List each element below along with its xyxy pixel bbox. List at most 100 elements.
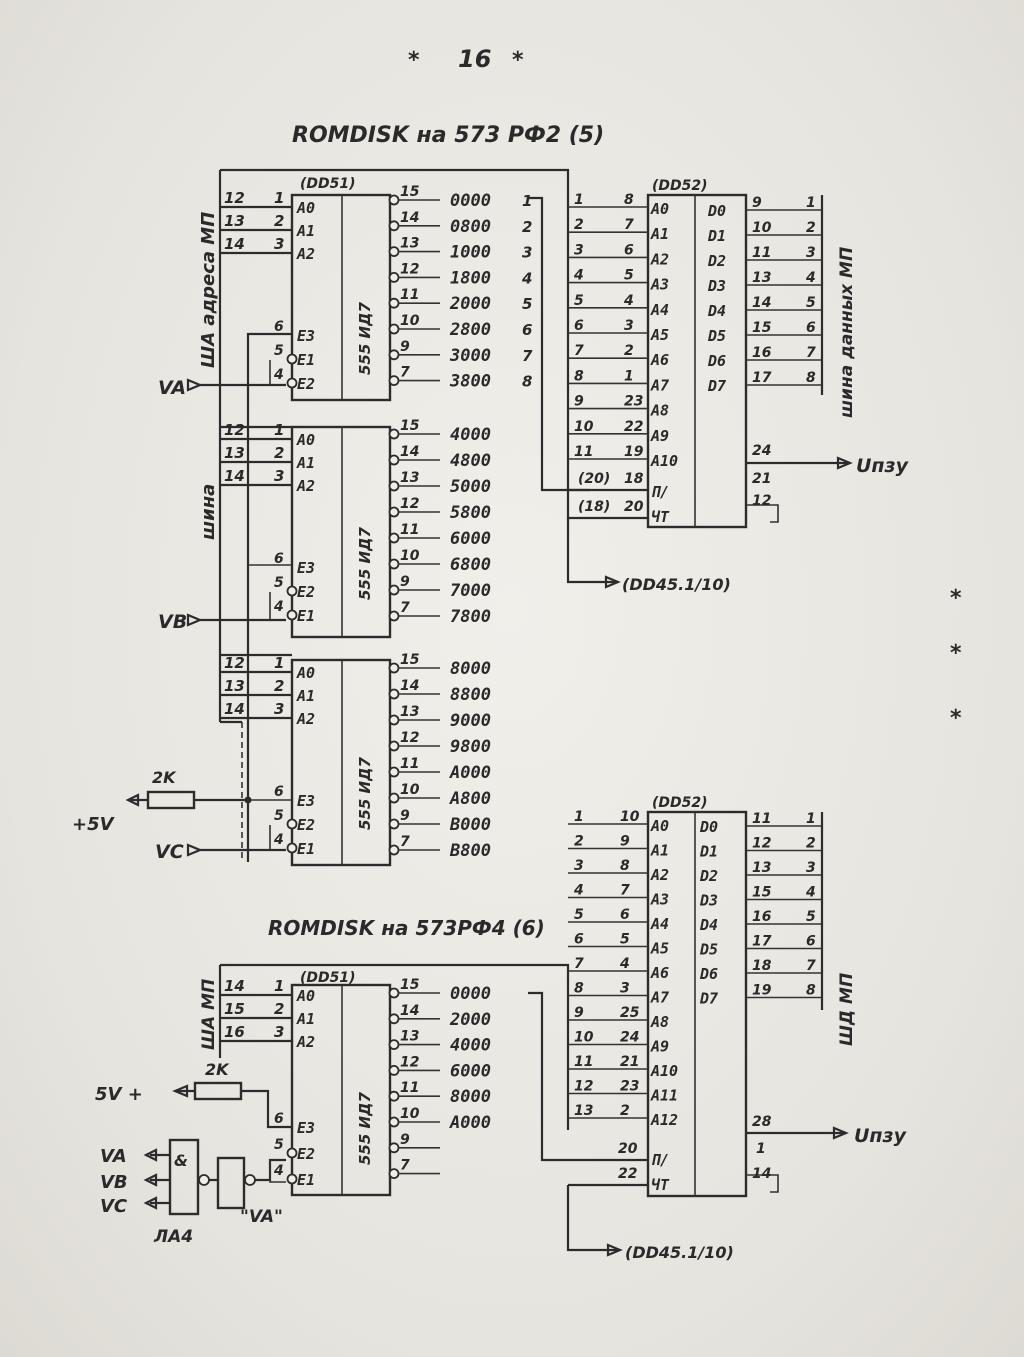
rom-bus-pin: 3	[574, 858, 584, 874]
decoder-enable-pin: E3	[297, 327, 315, 345]
data-bus-number: 7	[806, 345, 816, 361]
pullup-resistor	[146, 790, 196, 810]
rom-pin-number: 2	[620, 1103, 630, 1119]
rom-pin-number: 24	[620, 1030, 639, 1046]
decoder-input-pin: A1	[296, 687, 315, 705]
power-arrow	[125, 793, 140, 807]
rom-ctrl-left: (20)	[578, 471, 610, 487]
rom-pin-number: 1	[624, 368, 634, 384]
data-bus-number: 3	[806, 860, 816, 876]
decoder-1	[290, 193, 392, 402]
rom-address-pin: A0	[650, 200, 669, 218]
enable-bubble	[286, 1173, 298, 1185]
decoder-output-pin: 7	[400, 365, 410, 381]
decoder-output-pin: 14	[400, 210, 419, 226]
bus-pin-number: 13	[224, 677, 245, 695]
output-bubble	[388, 818, 400, 830]
output-bubble	[388, 532, 400, 544]
signal-vc: VC	[155, 841, 184, 863]
enable-bubble	[286, 377, 298, 389]
decoder-output-address: 8800	[450, 685, 491, 705]
output-bubble	[388, 558, 400, 570]
rom-ctrl-name: П/	[651, 483, 669, 501]
bus-label-side: шина	[198, 484, 219, 540]
bus-pin-number: 12	[224, 189, 245, 207]
page-number: 16	[458, 45, 491, 73]
output-bubble	[388, 271, 400, 283]
decoder-output-address: 9000	[450, 711, 491, 731]
data-bus-number: 3	[806, 245, 816, 261]
decoder-pin-number: 1	[274, 421, 284, 439]
dd51-label-2: (DD51)	[300, 970, 356, 986]
decoder-output-address: 6000	[450, 529, 491, 549]
page-mark-right: *	[512, 48, 524, 73]
output-bubble	[388, 428, 400, 440]
margin-star: *	[950, 706, 962, 731]
rom-pin-number: 5	[624, 268, 634, 284]
rom-bus-pin: 5	[574, 293, 584, 309]
decoder-enable-pin: E1	[297, 607, 315, 625]
rom-bus-pin: 6	[574, 932, 584, 948]
rom-data-pin: D7	[707, 377, 726, 395]
rom-address-pin: A1	[650, 225, 669, 243]
data-bus-number: 6	[806, 934, 816, 950]
decoder-enable-pin: E2	[297, 816, 315, 834]
decoder-3	[290, 658, 392, 867]
bus-pin-number: 12	[224, 421, 245, 439]
data-bus-number: 4	[805, 885, 816, 901]
decoder-pin-number: 1	[274, 654, 284, 672]
rom-ctrl-left: (18)	[578, 499, 610, 515]
rom-pin-number: 21	[620, 1054, 639, 1070]
decoder-input-pin: A2	[296, 245, 315, 263]
rom-pin-number: 23	[620, 1079, 639, 1095]
decoder-output-pin: 9	[400, 574, 410, 590]
rom-bus-pin: 9	[574, 1005, 584, 1021]
rom-data-pin-number: 18	[752, 958, 772, 974]
rom-address-pin: A10	[650, 1062, 678, 1080]
output-bubble	[388, 194, 400, 206]
rom-data-pin-number: 11	[752, 811, 771, 827]
page-mark-left: *	[408, 48, 420, 73]
output-bubble	[388, 714, 400, 726]
decoder-en-number: 6	[274, 1111, 284, 1127]
margin-star: *	[950, 641, 962, 666]
rom-ctrl-pin: 22	[618, 1166, 637, 1182]
data-bus-number: 7	[806, 958, 816, 974]
rom-data-pin-number: 17	[752, 934, 772, 950]
rom-address-pin: A3	[650, 276, 669, 294]
rom-address-pin: A7	[650, 989, 669, 1007]
rom-data-pin-number: 16	[752, 345, 772, 361]
bus-pin-number: 13	[224, 444, 245, 462]
decoder-output-address: B000	[449, 815, 491, 835]
rom-address-pin: A7	[650, 376, 669, 394]
decoder-output-pin: 13	[400, 236, 419, 252]
decoder-output-index: 4	[521, 269, 532, 287]
decoder-input-pin: A1	[296, 454, 315, 472]
rom-ctrl-pin: 20	[618, 1141, 638, 1157]
output-bubble	[388, 740, 400, 752]
output-bubble	[388, 1090, 400, 1102]
decoder-enable-pin: E1	[297, 1171, 315, 1189]
rom-address-pin: A6	[650, 351, 669, 369]
rom-address-pin: A2	[650, 866, 669, 884]
decoder-output-address: 2000	[449, 294, 491, 314]
rom-address-pin: A6	[650, 964, 669, 982]
dd51-label: (DD51)	[300, 176, 356, 192]
pullup-resistor-2	[193, 1081, 243, 1101]
output-bubble	[388, 1116, 400, 1128]
decoder-input-pin: A1	[296, 1010, 315, 1028]
decoder-output-address: 0800	[450, 217, 491, 237]
rom-bus-pin: 12	[574, 1079, 593, 1095]
output-bubble	[388, 1013, 400, 1025]
decoder-output-pin: 7	[400, 600, 410, 616]
rom-bus-pin: 6	[574, 318, 584, 334]
rom-data-pin-number: 17	[752, 370, 772, 386]
rom-address-pin: A8	[650, 402, 669, 420]
decoder-input-pin: A0	[296, 431, 315, 449]
rom-power-pin: 1	[756, 1141, 766, 1157]
enable-outputs	[200, 383, 286, 852]
gate-input-arrows	[143, 1148, 158, 1210]
bus-pin-number: 14	[224, 235, 245, 253]
decoder-to-rom-cs	[528, 196, 648, 492]
decoder-output-address: 6800	[450, 555, 491, 575]
